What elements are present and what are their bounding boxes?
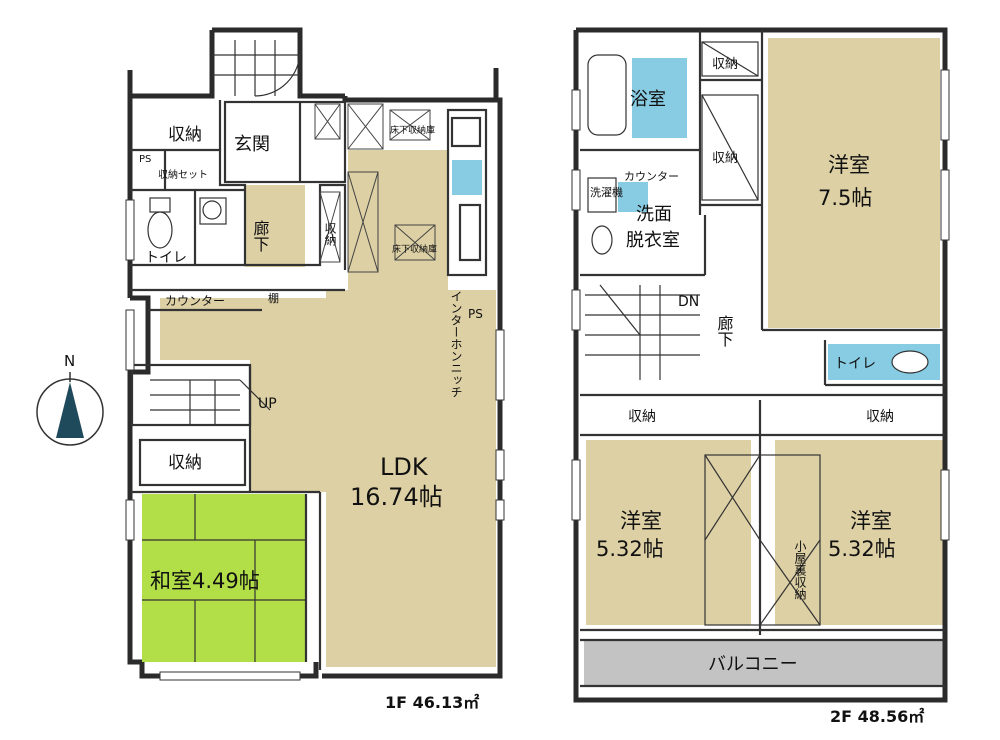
interior-walls-1f (130, 100, 488, 670)
washitsu-label: 和室4.49帖 (150, 569, 260, 593)
western-left-floor (586, 440, 751, 625)
balcony-label: バルコニー (708, 654, 798, 675)
washitsu-floor (142, 494, 306, 662)
western-main-name-label: 洋室 (828, 153, 870, 177)
storage-mid-label: 収納 (168, 453, 202, 473)
washroom-water (618, 182, 648, 212)
underfloor-storage-top-label: 床下収納庫 (390, 124, 435, 136)
counter-label-1f: カウンター (165, 294, 225, 308)
hall-label-2f: 廊下 (715, 315, 734, 347)
washer-label: 洗濯機 (590, 185, 623, 199)
stairs-dn-label: DN (678, 294, 699, 310)
western-right-floor (775, 440, 943, 625)
western-left-size-label: 5.32帖 (596, 537, 664, 561)
windows-1f (125, 199, 505, 681)
stairs-up-label: UP (258, 396, 277, 412)
underfloor-storage-bottom-label: 床下収納庫 (392, 243, 437, 255)
counter-label-2f: カウンター (624, 170, 679, 183)
windows-2f (571, 69, 950, 541)
washroom-label-2: 脱衣室 (626, 230, 680, 251)
attic-hatch (704, 454, 821, 626)
tatami-lines (142, 494, 306, 662)
ldk-floor (326, 290, 496, 667)
western-right-size-label: 5.32帖 (828, 537, 896, 561)
hall-storage-label: 収納 (323, 222, 337, 246)
fixtures-1f (147, 197, 227, 249)
balcony-floor (584, 640, 944, 686)
storage-top-label: 収納 (168, 125, 202, 145)
attic-storage-label: 小屋裏収納 (793, 540, 807, 600)
ldk-floor-dining (160, 298, 330, 360)
toilet-label-1f: トイレ (145, 250, 187, 266)
western-main-floor (768, 38, 940, 328)
interior-walls-2f (580, 30, 945, 688)
floor-1: 収納 玄関 PS 収納セット トイレ 廊下 収納 床下収納庫 床下収納庫 カウン… (125, 27, 505, 712)
interphone-niche-label: インターホンニッチ (449, 290, 463, 398)
storage-set-label: 収納セット (158, 168, 208, 181)
ps-label-right: PS (468, 307, 483, 321)
bath-water (632, 58, 687, 138)
kitchen-sink-water (452, 160, 482, 195)
western-main-size-label: 7.5帖 (818, 186, 872, 210)
storage-right-label-2f: 収納 (866, 409, 894, 425)
storage-top-label-2f: 収納 (712, 57, 738, 72)
hall-floor-1f (245, 185, 305, 267)
floor2-area-label: 2F 48.56㎡ (830, 707, 924, 726)
compass-n-label: N (64, 352, 75, 370)
ldk-size-label: 16.74帖 (350, 483, 443, 511)
hall-label-1f: 廊下 (251, 220, 270, 252)
bath-label: 浴室 (630, 89, 666, 110)
storage-side-label-2f: 収納 (712, 151, 738, 166)
floor1-area-label: 1F 46.13㎡ (385, 693, 479, 712)
western-left-name-label: 洋室 (620, 509, 662, 533)
entrance-label: 玄関 (234, 134, 270, 155)
ldk-name-label: LDK (380, 453, 429, 481)
kitchen-floor (348, 150, 448, 292)
north-compass: N (36, 352, 104, 446)
western-right-name-label: 洋室 (850, 509, 892, 533)
fixtures-2f (587, 41, 929, 374)
shelf-label: 棚 (268, 291, 279, 305)
toilet-label-2f: トイレ (834, 356, 876, 372)
floor-2: 浴室 収納 収納 洗濯機 カウンター 洗面 脱衣室 洋室 7.5帖 DN 廊下 … (571, 27, 950, 726)
stairs-2f (585, 284, 700, 380)
ps-label-1f: PS (139, 154, 151, 165)
storage-left-label-2f: 収納 (628, 409, 656, 425)
washroom-label-1: 洗面 (636, 204, 672, 225)
kitchen-cabinets (314, 103, 436, 273)
stairs-1f (150, 40, 301, 425)
compass-arrow-icon (56, 382, 84, 438)
ldk-floor-mid (250, 360, 330, 492)
